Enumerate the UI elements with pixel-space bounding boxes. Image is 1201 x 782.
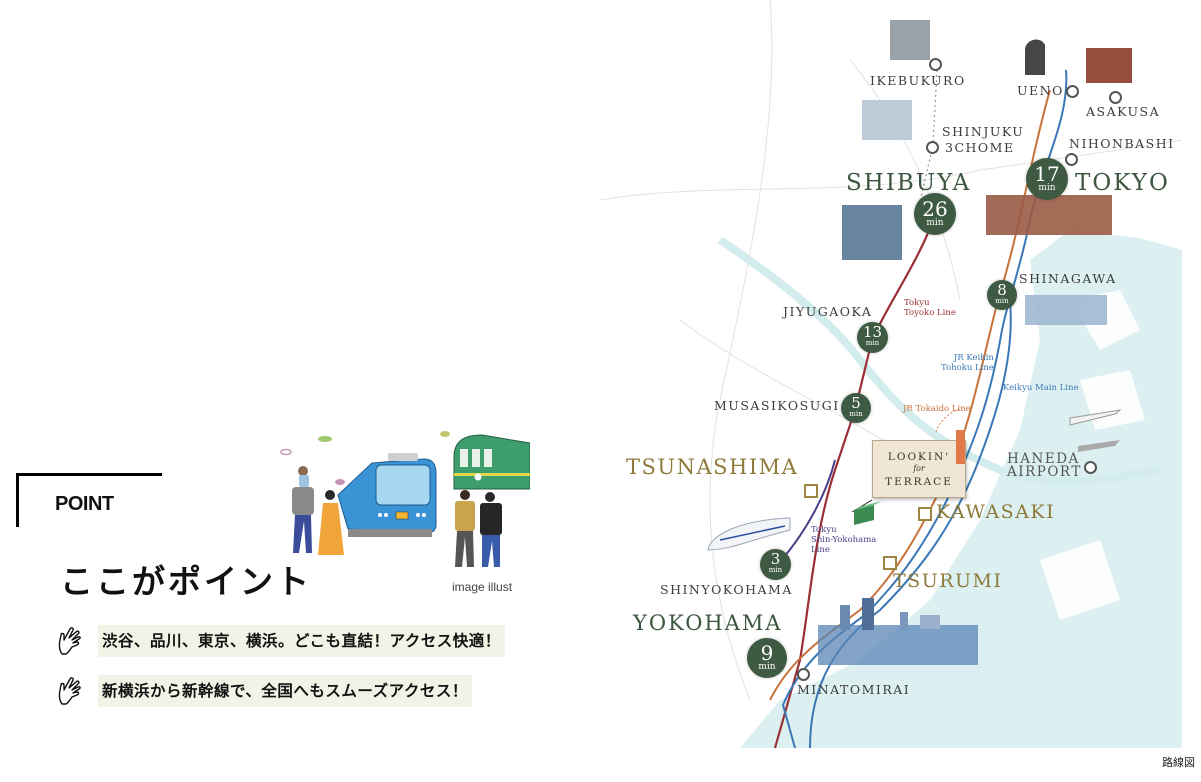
station-marker-nihonbashi xyxy=(1065,153,1078,166)
point-label: POINT xyxy=(55,493,114,515)
station-marker-asakusa xyxy=(1109,91,1122,104)
station-ueno: UENO xyxy=(1017,83,1064,98)
property-marker-icon xyxy=(854,501,882,525)
time-badge-jiyugaoka: 13 min xyxy=(857,322,888,353)
tokyu-toyoko-line xyxy=(773,209,939,748)
station-marker-kawasaki xyxy=(918,507,932,521)
leaf-icon xyxy=(318,436,332,442)
station-shinjuku-line1: SHINJUKU xyxy=(942,124,1025,139)
minatomirai-skyline-image xyxy=(818,598,978,665)
station-marker-tsunashima xyxy=(804,484,818,498)
illustration-caption: image illust xyxy=(452,580,513,594)
route-map-graphics xyxy=(600,0,1182,748)
station-jiyugaoka: JIYUGAOKA xyxy=(783,304,873,319)
landmark-images xyxy=(842,20,1132,325)
station-haneda-line2: AIRPORT xyxy=(1007,464,1082,480)
map-caption: 路線図 xyxy=(1162,756,1195,769)
time-badge-shinagawa: 8 min xyxy=(987,280,1017,310)
pointing-hand-icon xyxy=(58,676,81,705)
property-sign-lookin-for-terrace: LOOKIN' for TERRACE xyxy=(872,440,966,498)
station-tsunashima: TSUNASHIMA xyxy=(626,455,799,479)
station-musasikosugi: MUSASIKOSUGI xyxy=(714,398,840,413)
station-yokohama: YOKOHAMA xyxy=(633,611,783,635)
station-nihonbashi: NIHONBASHI xyxy=(1069,136,1175,151)
route-map: IKEBUKURO SHINJUKU 3CHOME UENO ASAKUSA N… xyxy=(600,0,1182,748)
train-people-illustration xyxy=(280,431,530,567)
station-shinjuku-line2: 3CHOME xyxy=(945,140,1015,155)
point-list: 渋谷、品川、東京、横浜。どこも直結！アクセス快適！ 新横浜から新幹線で、全国へも… xyxy=(56,624,505,724)
station-tsurumi: TSURUMI xyxy=(893,570,1003,592)
station-shinagawa: SHINAGAWA xyxy=(1019,271,1117,286)
station-marker-minatomirai xyxy=(797,668,810,681)
point-text: 新横浜から新幹線で、全国へもスムーズアクセス！ xyxy=(98,674,472,707)
time-badge-tokyo: 17 min xyxy=(1026,158,1068,200)
line-label-tokaido: JR Tokaido Line xyxy=(903,404,971,414)
point-item: 渋谷、品川、東京、横浜。どこも直結！アクセス快適！ xyxy=(56,624,505,657)
station-shinyokohama: SHINYOKOHAMA xyxy=(660,582,793,597)
station-marker-haneda xyxy=(1084,461,1097,474)
station-asakusa: ASAKUSA xyxy=(1086,104,1161,119)
shinkansen-icon xyxy=(707,517,791,551)
station-shibuya: SHIBUYA xyxy=(846,170,972,196)
station-kawasaki: KAWASAKI xyxy=(936,501,1056,523)
point-title: ここがポイント xyxy=(60,562,312,601)
station-marker-shinjuku3chome xyxy=(926,141,939,154)
time-badge-yokohama: 9 min xyxy=(747,638,787,678)
time-badge-musasikosugi: 5 min xyxy=(841,393,871,423)
bookmark-ribbon xyxy=(956,430,965,464)
pointing-hand-icon xyxy=(58,626,81,655)
airplane-icon xyxy=(1069,409,1122,452)
sea-area xyxy=(740,230,1182,748)
line-label-keikyu: Keikyu Main Line xyxy=(1003,383,1079,393)
time-badge-shinyokohama: 3 min xyxy=(760,549,791,580)
point-bracket-decoration xyxy=(16,473,162,527)
station-marker-ikebukuro xyxy=(929,58,942,71)
point-text: 渋谷、品川、東京、横浜。どこも直結！アクセス快適！ xyxy=(98,624,505,657)
station-marker-ueno xyxy=(1066,85,1079,98)
point-item: 新横浜から新幹線で、全国へもスムーズアクセス！ xyxy=(56,674,505,707)
time-badge-shibuya: 26 min xyxy=(914,193,956,235)
station-haneda-line1: HANEDA xyxy=(1007,451,1080,467)
station-minatomirai: MINATOMIRAI xyxy=(797,682,911,697)
station-ikebukuro: IKEBUKURO xyxy=(870,73,966,88)
station-marker-tsurumi xyxy=(883,556,897,570)
station-tokyo: TOKYO xyxy=(1075,170,1170,196)
